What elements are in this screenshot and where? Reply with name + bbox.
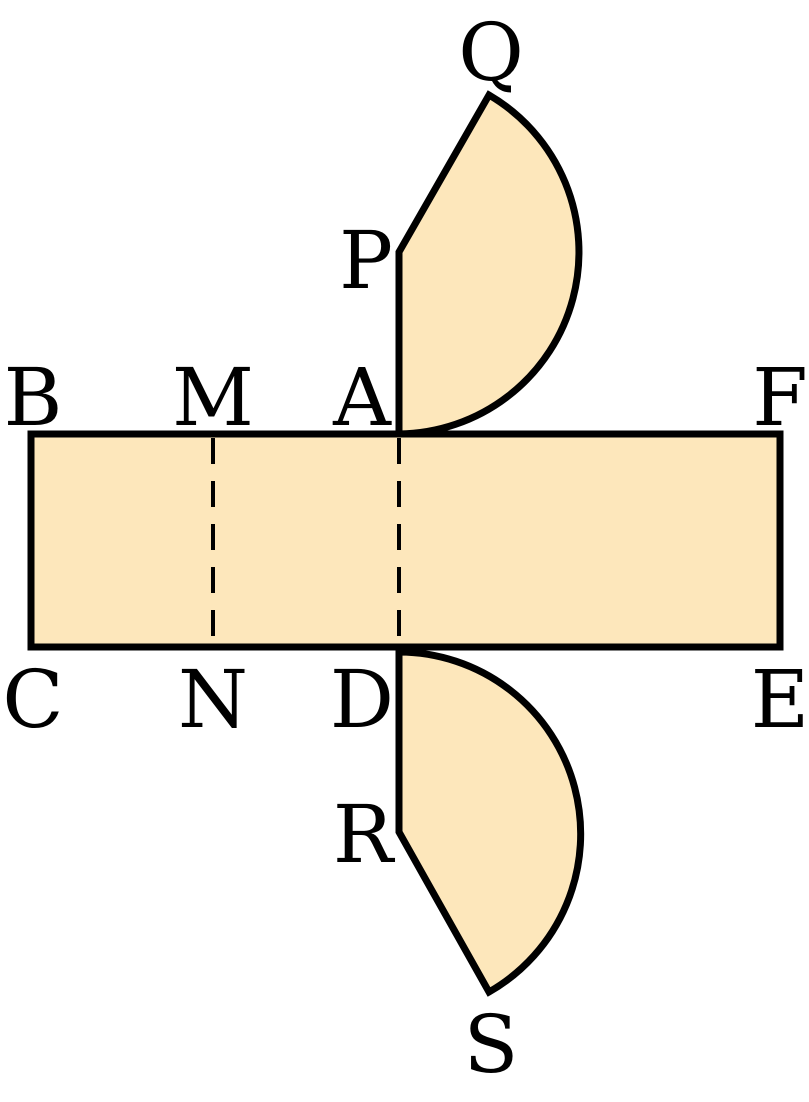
label-m: M (172, 351, 254, 444)
label-e: E (751, 653, 809, 746)
label-d: D (330, 653, 394, 746)
label-b: B (4, 351, 63, 444)
upper-sector-face (395, 90, 583, 438)
label-c: C (2, 653, 63, 746)
rectangle-face (27, 430, 784, 651)
label-a: A (332, 351, 392, 444)
label-q: Q (458, 6, 524, 99)
label-f: F (752, 351, 808, 444)
label-s: S (464, 998, 519, 1091)
label-r: R (333, 788, 396, 881)
label-n: N (178, 653, 248, 746)
label-p: P (339, 214, 393, 307)
lower-sector-face (395, 648, 585, 997)
